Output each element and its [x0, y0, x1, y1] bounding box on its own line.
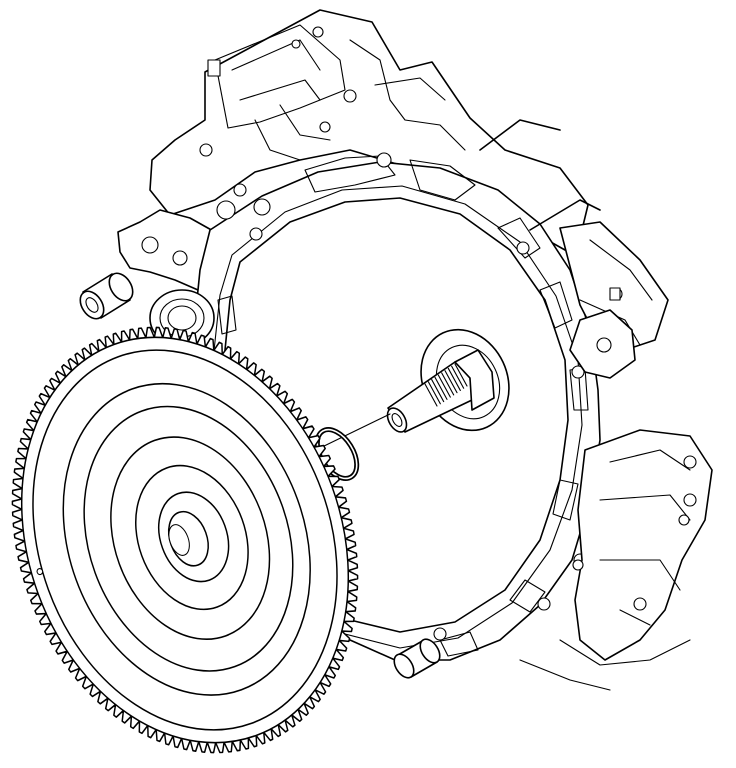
bolt-boss	[683, 493, 697, 507]
seal-boss-inner	[167, 305, 197, 331]
housing-upper-rib	[254, 104, 331, 161]
input-shaft-bore	[391, 413, 403, 427]
housing-upper-rib	[214, 24, 346, 129]
flywheel	[11, 326, 359, 754]
spline-ridge	[427, 381, 441, 405]
bolt-boss	[199, 143, 213, 157]
spline-ridge	[441, 372, 455, 396]
bolt-boss	[343, 89, 357, 103]
bolt-boss	[683, 455, 697, 469]
bolt-boss	[291, 39, 301, 49]
spline-ridge	[444, 370, 458, 394]
bolt-boss	[172, 250, 188, 266]
flywheel-ring	[62, 382, 311, 696]
bolt-boss	[141, 236, 159, 254]
spline-ridge	[437, 374, 451, 398]
housing-upper-rib	[349, 39, 466, 151]
spline-ridge	[431, 379, 445, 403]
flywheel-ring	[83, 405, 294, 672]
flywheel-ring	[135, 464, 249, 611]
input-shaft	[319, 349, 495, 449]
spline-ridge	[424, 383, 438, 407]
bolt-hole	[572, 559, 584, 571]
bolt-stud	[609, 287, 621, 301]
spline-ridge	[447, 367, 461, 391]
housing-right-rib	[579, 239, 653, 346]
flywheel-pilot-face	[168, 524, 190, 556]
bolt-boss	[233, 183, 247, 197]
flywheel-ring	[110, 436, 271, 640]
bolt-boss	[312, 26, 324, 38]
spline-ridge	[451, 365, 465, 389]
flywheel-hub	[158, 491, 230, 583]
housing-lower-edge	[519, 639, 691, 691]
dowel-pin-lower	[393, 638, 441, 679]
input-shaft-collar	[454, 349, 495, 411]
housing-lower-right-rib	[599, 449, 691, 626]
shaft-splines	[424, 363, 468, 407]
timing-mark	[36, 568, 44, 576]
bolt-boss	[319, 121, 331, 133]
flywheel-inner-rim	[32, 349, 338, 731]
spline-ridge	[434, 376, 448, 400]
housing-right-edge	[479, 119, 601, 231]
bolt-boss	[678, 514, 690, 526]
spline-ridge	[454, 363, 468, 387]
bolt-hole	[596, 337, 612, 353]
bracket-tab	[207, 59, 221, 77]
housing-upper-rib	[231, 39, 321, 101]
assembly-leader-line	[319, 413, 391, 449]
dowel-pin-upper	[79, 272, 134, 320]
bolt-boss	[633, 597, 647, 611]
